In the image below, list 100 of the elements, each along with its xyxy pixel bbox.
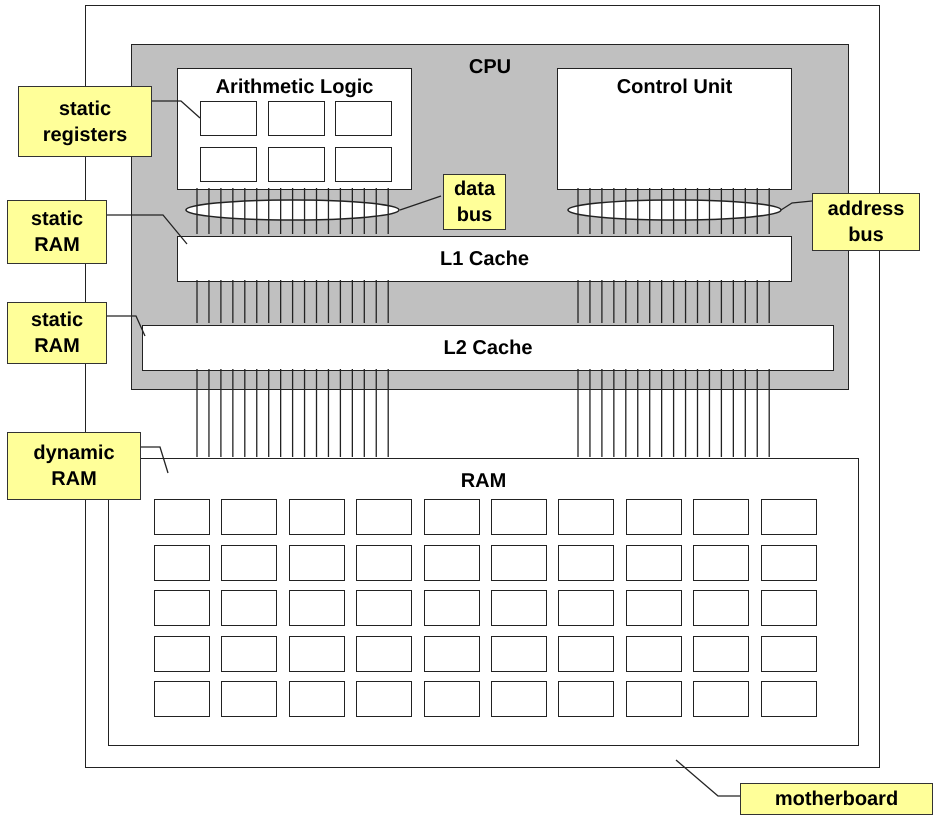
callout-label: address bus xyxy=(812,193,920,251)
register-cell xyxy=(335,101,392,136)
bus-wire xyxy=(244,369,246,457)
cache-bar xyxy=(177,236,792,282)
bus-wire xyxy=(232,280,234,323)
bus-wire xyxy=(196,280,198,323)
bus-wire xyxy=(768,369,770,457)
bus-wire xyxy=(720,369,722,457)
bus-wire xyxy=(744,280,746,323)
memory-cell xyxy=(760,681,817,717)
bus-wire xyxy=(732,369,734,457)
bus-wire xyxy=(316,280,318,323)
memory-cell xyxy=(424,636,480,672)
bus-wire xyxy=(280,188,282,234)
memory-cell xyxy=(288,681,345,717)
memory-cell xyxy=(221,590,278,626)
bus-wire xyxy=(625,280,626,323)
memory-cell xyxy=(424,590,480,626)
bus-wire xyxy=(364,188,365,234)
memory-cell xyxy=(491,590,547,626)
memory-cell xyxy=(491,681,547,717)
memory-cell xyxy=(288,499,345,535)
register-cell xyxy=(335,147,392,182)
bus-wire xyxy=(304,188,306,234)
bus-wire xyxy=(637,188,638,234)
leader-line xyxy=(141,446,169,474)
bus-wire xyxy=(268,369,270,457)
bus-wire xyxy=(672,369,674,457)
bus-wire xyxy=(292,280,294,323)
block-title: CPU xyxy=(468,55,512,79)
bus-wire xyxy=(601,188,603,234)
memory-cell xyxy=(558,590,614,626)
memory-cell xyxy=(154,636,210,672)
leader-line xyxy=(107,315,146,336)
bus-wire xyxy=(208,188,210,234)
bus-wire xyxy=(256,369,258,457)
memory-cell xyxy=(626,499,682,535)
block-title: RAM xyxy=(460,469,508,493)
bus-wire xyxy=(696,188,698,234)
callout-label: static RAM xyxy=(7,200,107,264)
bus-wire xyxy=(388,188,389,234)
bus-wire xyxy=(637,369,638,457)
memory-cell xyxy=(221,636,278,672)
bus-wire xyxy=(613,188,614,234)
bus-wire xyxy=(256,188,258,234)
bus-wire xyxy=(244,188,246,234)
memory-cell xyxy=(491,544,547,580)
leader-line xyxy=(676,760,740,797)
bus-wire xyxy=(744,369,746,457)
bus-wire xyxy=(208,369,210,457)
memory-cell xyxy=(154,681,210,717)
bus-wire xyxy=(340,280,342,323)
bus-wire xyxy=(672,188,674,234)
memory-cell xyxy=(760,499,817,535)
memory-cell xyxy=(693,681,750,717)
memory-cell xyxy=(760,636,817,672)
bus-wire xyxy=(589,369,591,457)
control-unit-block xyxy=(557,68,792,190)
bus-wire xyxy=(708,188,710,234)
bus-wire xyxy=(756,280,758,323)
bus-wire xyxy=(352,188,353,234)
bus-wire xyxy=(280,369,282,457)
memory-cell xyxy=(626,544,682,580)
bus-wire xyxy=(292,188,294,234)
block-title: Arithmetic Logic xyxy=(214,75,374,99)
bus-wire xyxy=(649,369,650,457)
memory-cell xyxy=(558,544,614,580)
bus-wire xyxy=(768,188,770,234)
bus-wire xyxy=(637,280,638,323)
memory-cell xyxy=(558,636,614,672)
callout-label: static registers xyxy=(18,86,152,157)
bus-wire xyxy=(316,188,318,234)
bus-wire xyxy=(304,369,306,457)
bus-wire xyxy=(364,280,365,323)
block-label: Control Unit xyxy=(616,75,734,99)
bus-wire xyxy=(328,188,330,234)
bus-wire xyxy=(649,188,650,234)
memory-cell xyxy=(356,590,412,626)
bus-wire xyxy=(661,369,662,457)
bus-wire xyxy=(268,188,270,234)
bus-wire xyxy=(732,188,734,234)
memory-cell xyxy=(693,636,750,672)
bus-wire xyxy=(744,188,746,234)
bus-wire xyxy=(304,280,306,323)
bus-wire xyxy=(244,280,246,323)
bus-wire xyxy=(756,188,758,234)
bus-wire xyxy=(268,280,270,323)
memory-cell xyxy=(491,636,547,672)
memory-cell xyxy=(356,544,412,580)
memory-cell xyxy=(221,544,278,580)
memory-cell xyxy=(424,681,480,717)
block-label: L1 Cache xyxy=(439,246,530,270)
memory-cell xyxy=(288,544,345,580)
bus-wire xyxy=(768,280,770,323)
bus-wire xyxy=(292,369,294,457)
bus-wire xyxy=(661,188,662,234)
memory-cell xyxy=(356,681,412,717)
bus-wire xyxy=(256,280,258,323)
memory-cell xyxy=(626,681,682,717)
bus-wire xyxy=(316,369,318,457)
